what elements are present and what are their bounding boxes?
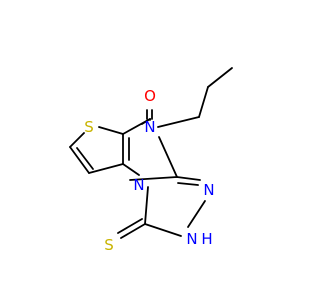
bond-c2-c3-double [76,147,94,170]
bond-n-bridge-c-thione [144,186,149,225]
bond-thione-1 [120,223,146,239]
bond-c3a-n-triazole [176,176,201,181]
bond-c2-c3 [69,146,90,174]
bond-c-ring-s [98,126,124,135]
bond-c-thio-n-bridge [122,163,140,176]
bond-nh-n [187,200,206,228]
bond-ch2-n [157,116,200,128]
bond-c-thione-nh [144,223,182,237]
bond-c3a-n-bridge [129,176,178,181]
n-triazole-atom: N [203,181,214,199]
molecule-structure: O S N N N N H S [69,67,233,254]
bond-thione-2 [117,218,143,234]
oxygen-atom: O [144,87,156,105]
molecule-canvas: O S N N N N H S [69,67,233,254]
n-bridge-atom: N [133,176,144,194]
ring-sulfur-atom: S [84,118,94,136]
thione-sulfur-atom: S [104,236,114,254]
n-propyl-atom: N [144,118,155,136]
nh-nitrogen-atom: N [186,230,197,248]
bond-propyl-ch3-ch2 [207,67,233,88]
bond-c3-c3a [88,163,124,174]
bond-n4-c3a [158,136,178,178]
bond-propyl-ch2-ch2 [198,86,209,118]
bond-s-c2 [69,132,85,148]
bond-c5-c-o [122,118,151,135]
bond-c3a-n-triazole-double [177,182,199,186]
nh-hydrogen-atom: H [201,230,212,248]
